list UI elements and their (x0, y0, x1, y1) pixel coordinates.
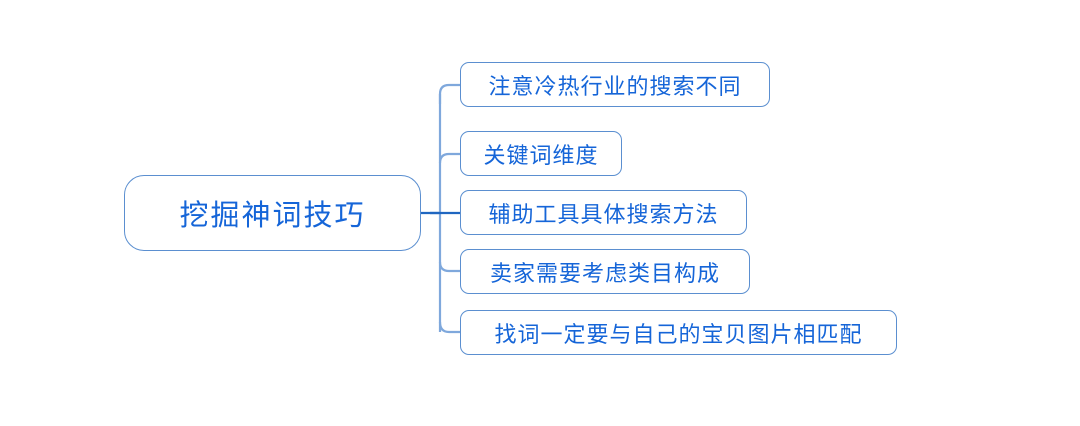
child-node-3-label: 辅助工具具体搜索方法 (488, 201, 719, 227)
child-node-2-label: 关键词维度 (483, 142, 599, 168)
root-node[interactable]: 挖掘神词技巧 (124, 175, 421, 251)
child-node-4-label: 卖家需要考虑类目构成 (489, 260, 720, 286)
child-node-3[interactable]: 辅助工具具体搜索方法 (460, 190, 747, 235)
child-node-1-label: 注意冷热行业的搜索不同 (488, 73, 742, 99)
child-node-2[interactable]: 关键词维度 (460, 131, 622, 176)
child-node-4[interactable]: 卖家需要考虑类目构成 (460, 249, 750, 294)
root-node-label: 挖掘神词技巧 (179, 200, 366, 232)
child-node-5-label: 找词一定要与自己的宝贝图片相匹配 (494, 321, 863, 347)
child-node-1[interactable]: 注意冷热行业的搜索不同 (460, 62, 770, 107)
child-node-5[interactable]: 找词一定要与自己的宝贝图片相匹配 (460, 310, 897, 355)
